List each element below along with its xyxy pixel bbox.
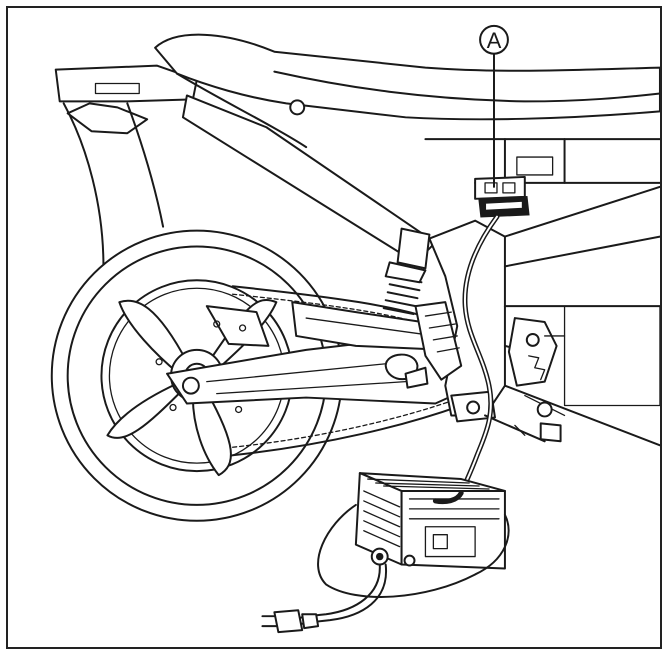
rear-shock (382, 227, 431, 316)
seat (154, 33, 660, 149)
motorcycle-charger-illustration: A (50, 24, 660, 634)
charge-port (474, 175, 530, 218)
motor-area (507, 305, 660, 443)
callout-a-label: A (487, 28, 502, 53)
ac-cord (261, 503, 510, 634)
callout-a: A (479, 24, 509, 188)
rear-fender (54, 64, 198, 268)
charging-cable (458, 214, 500, 496)
charger-unit (354, 472, 506, 570)
illustration-frame: A (6, 6, 662, 649)
